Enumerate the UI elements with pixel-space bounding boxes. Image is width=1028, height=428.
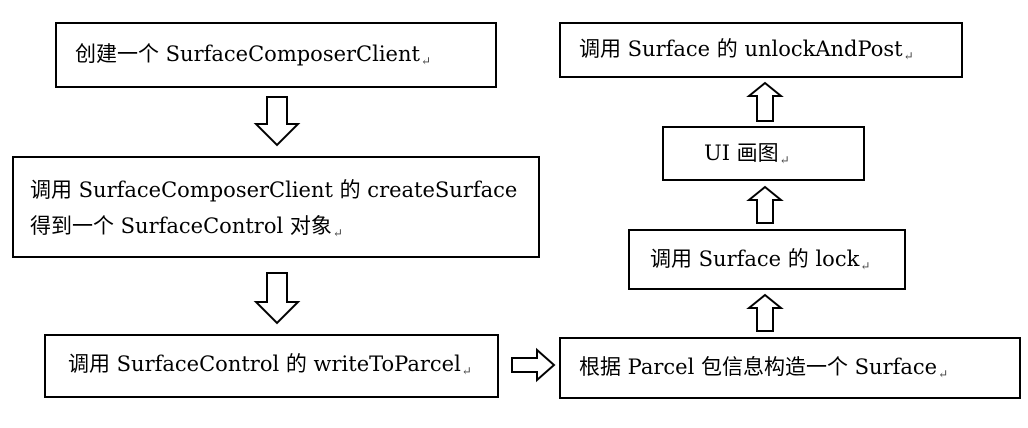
paragraph-mark-icon: ↵ — [332, 226, 343, 240]
node-text: 根据 Parcel 包信息构造一个 Surface↵ — [579, 355, 949, 381]
node-text: UI 画图↵ — [704, 141, 790, 167]
node-text-line-2: 得到一个 SurfaceControl 对象↵ — [30, 214, 343, 240]
paragraph-mark-icon: ↵ — [779, 153, 790, 167]
node-text: 创建一个 SurfaceComposerClient↵ — [75, 42, 432, 68]
node-build-surface: 根据 Parcel 包信息构造一个 Surface↵ — [559, 337, 1021, 399]
arrow-up-icon — [746, 185, 784, 224]
node-ui-draw: UI 画图↵ — [662, 126, 865, 181]
paragraph-mark-icon: ↵ — [938, 367, 949, 381]
node-text-line-1: 调用 SurfaceComposerClient 的 createSurface — [30, 178, 518, 202]
arrow-down-icon — [253, 96, 301, 147]
arrow-right-icon — [511, 347, 556, 383]
arrow-up-icon — [746, 293, 784, 332]
paragraph-mark-icon: ↵ — [903, 49, 914, 63]
node-unlock-and-post: 调用 Surface 的 unlockAndPost↵ — [559, 22, 963, 78]
arrow-up-icon — [746, 81, 784, 122]
node-create-composer-client: 创建一个 SurfaceComposerClient↵ — [55, 22, 497, 88]
paragraph-mark-icon: ↵ — [461, 364, 472, 378]
node-create-surface: 调用 SurfaceComposerClient 的 createSurface… — [12, 156, 540, 258]
paragraph-mark-icon: ↵ — [860, 259, 871, 273]
node-text: 调用 SurfaceControl 的 writeToParcel↵ — [68, 352, 472, 378]
paragraph-mark-icon: ↵ — [420, 54, 432, 68]
node-lock: 调用 Surface 的 lock↵ — [628, 229, 906, 290]
node-write-to-parcel: 调用 SurfaceControl 的 writeToParcel↵ — [44, 334, 499, 398]
node-text: 调用 Surface 的 lock↵ — [650, 247, 871, 273]
arrow-down-icon — [253, 272, 301, 325]
node-text: 调用 Surface 的 unlockAndPost↵ — [579, 37, 914, 63]
